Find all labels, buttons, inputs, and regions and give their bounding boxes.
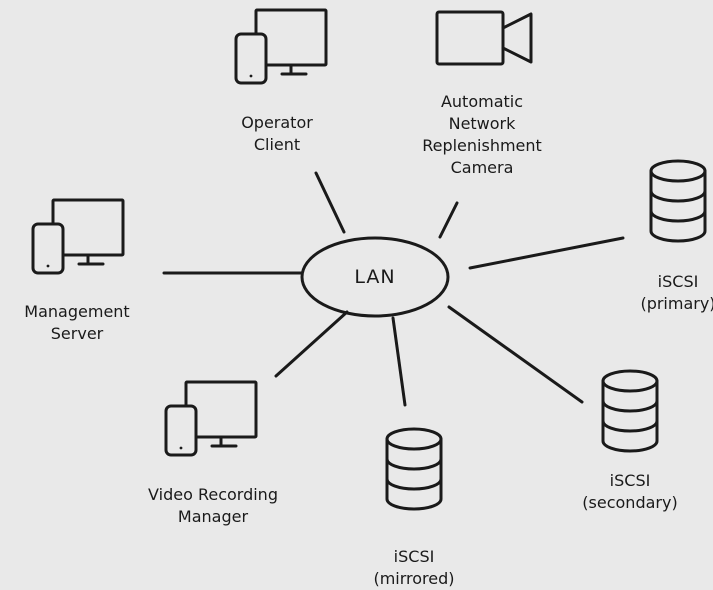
link-iscsi-mirrored [391, 316, 407, 407]
iscsi-primary-database-icon [649, 159, 707, 243]
link-video-recording-manager [274, 310, 349, 378]
link-camera [438, 201, 459, 239]
camera-icon [435, 10, 533, 66]
iscsi-secondary-database-icon [601, 369, 659, 453]
management-server-label: Management Server [24, 302, 130, 343]
management-server-workstation-icon [31, 198, 125, 275]
iscsi-primary-label: iSCSI (primary) [640, 272, 713, 313]
iscsi-secondary-label: iSCSI (secondary) [582, 471, 678, 512]
camera-label: Automatic Network Replenishment Camera [422, 92, 542, 177]
video-recording-manager-workstation-icon [164, 380, 258, 457]
video-recording-manager-label: Video Recording Manager [148, 485, 278, 526]
operator-client-label: Operator Client [241, 113, 313, 154]
lan-label: LAN [354, 266, 396, 288]
iscsi-mirrored-label: iSCSI (mirrored) [373, 547, 455, 588]
link-operator-client [314, 171, 346, 234]
lan-hub-ellipse [300, 236, 450, 318]
iscsi-mirrored-database-icon [385, 427, 443, 511]
link-iscsi-secondary [447, 305, 584, 404]
operator-client-workstation-icon [234, 8, 328, 85]
link-iscsi-primary [468, 236, 625, 270]
